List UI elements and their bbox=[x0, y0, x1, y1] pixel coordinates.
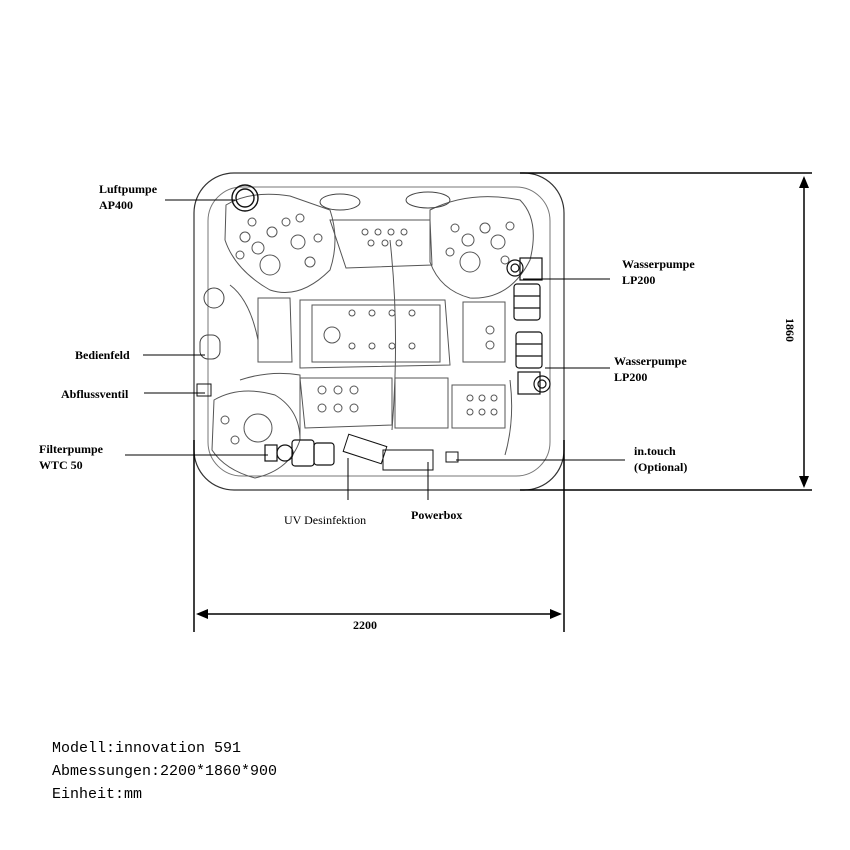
label-water-pump-2: Wasserpumpe LP200 bbox=[614, 353, 687, 385]
water-pump-1-name: Wasserpumpe bbox=[622, 257, 695, 271]
water-pump-2-graphic bbox=[515, 331, 551, 395]
drain-valve-graphic bbox=[196, 383, 212, 397]
uv-unit-graphic bbox=[342, 433, 388, 465]
label-water-pump-1: Wasserpumpe LP200 bbox=[622, 256, 695, 288]
water-pump-1-graphic bbox=[506, 257, 543, 321]
intouch-note: (Optional) bbox=[634, 460, 688, 474]
water-pump-2-name: Wasserpumpe bbox=[614, 354, 687, 368]
spa-inner-shell bbox=[207, 186, 551, 477]
dimension-width: 2200 bbox=[353, 618, 377, 632]
label-intouch: in.touch (Optional) bbox=[634, 443, 687, 475]
label-control-panel: Bedienfeld bbox=[75, 348, 130, 362]
powerbox-graphic bbox=[382, 449, 434, 471]
filter-pump-model: WTC 50 bbox=[39, 458, 83, 472]
filter-pump-name: Filterpumpe bbox=[39, 442, 103, 456]
seating-outlines bbox=[211, 193, 534, 479]
headrest-top bbox=[319, 193, 361, 211]
dimension-depth: 1860 bbox=[783, 318, 797, 342]
intouch-graphic bbox=[445, 451, 459, 463]
air-pump-name: Luftpumpe bbox=[99, 182, 158, 196]
spec-dimensions: Abmessungen:2200*1860*900 bbox=[52, 763, 278, 780]
label-drain-valve: Abflussventil bbox=[61, 387, 129, 401]
dimension-arrows bbox=[196, 176, 809, 619]
spec-model: Modell:innovation 591 bbox=[52, 740, 242, 757]
spa-outer-shell bbox=[193, 172, 565, 491]
label-air-pump: Luftpumpe AP400 bbox=[99, 181, 157, 213]
filter-pump-graphic bbox=[264, 439, 335, 467]
spec-unit: Einheit:mm bbox=[52, 786, 143, 803]
leader-lines bbox=[125, 199, 625, 500]
side-fitting bbox=[203, 287, 225, 309]
water-pump-1-model: LP200 bbox=[622, 273, 656, 287]
label-filter-pump: Filterpumpe WTC 50 bbox=[39, 441, 103, 473]
air-pump-model: AP400 bbox=[99, 198, 133, 212]
dimension-lines bbox=[193, 172, 812, 632]
control-panel-shape bbox=[199, 334, 221, 360]
intouch-name: in.touch bbox=[634, 444, 676, 458]
label-uv-disinfection: UV Desinfektion bbox=[284, 513, 367, 527]
headrest-top-right bbox=[405, 191, 451, 209]
air-pump-graphic bbox=[231, 184, 259, 212]
water-pump-2-model: LP200 bbox=[614, 370, 648, 384]
label-powerbox: Powerbox bbox=[411, 508, 463, 522]
jets bbox=[220, 213, 515, 445]
